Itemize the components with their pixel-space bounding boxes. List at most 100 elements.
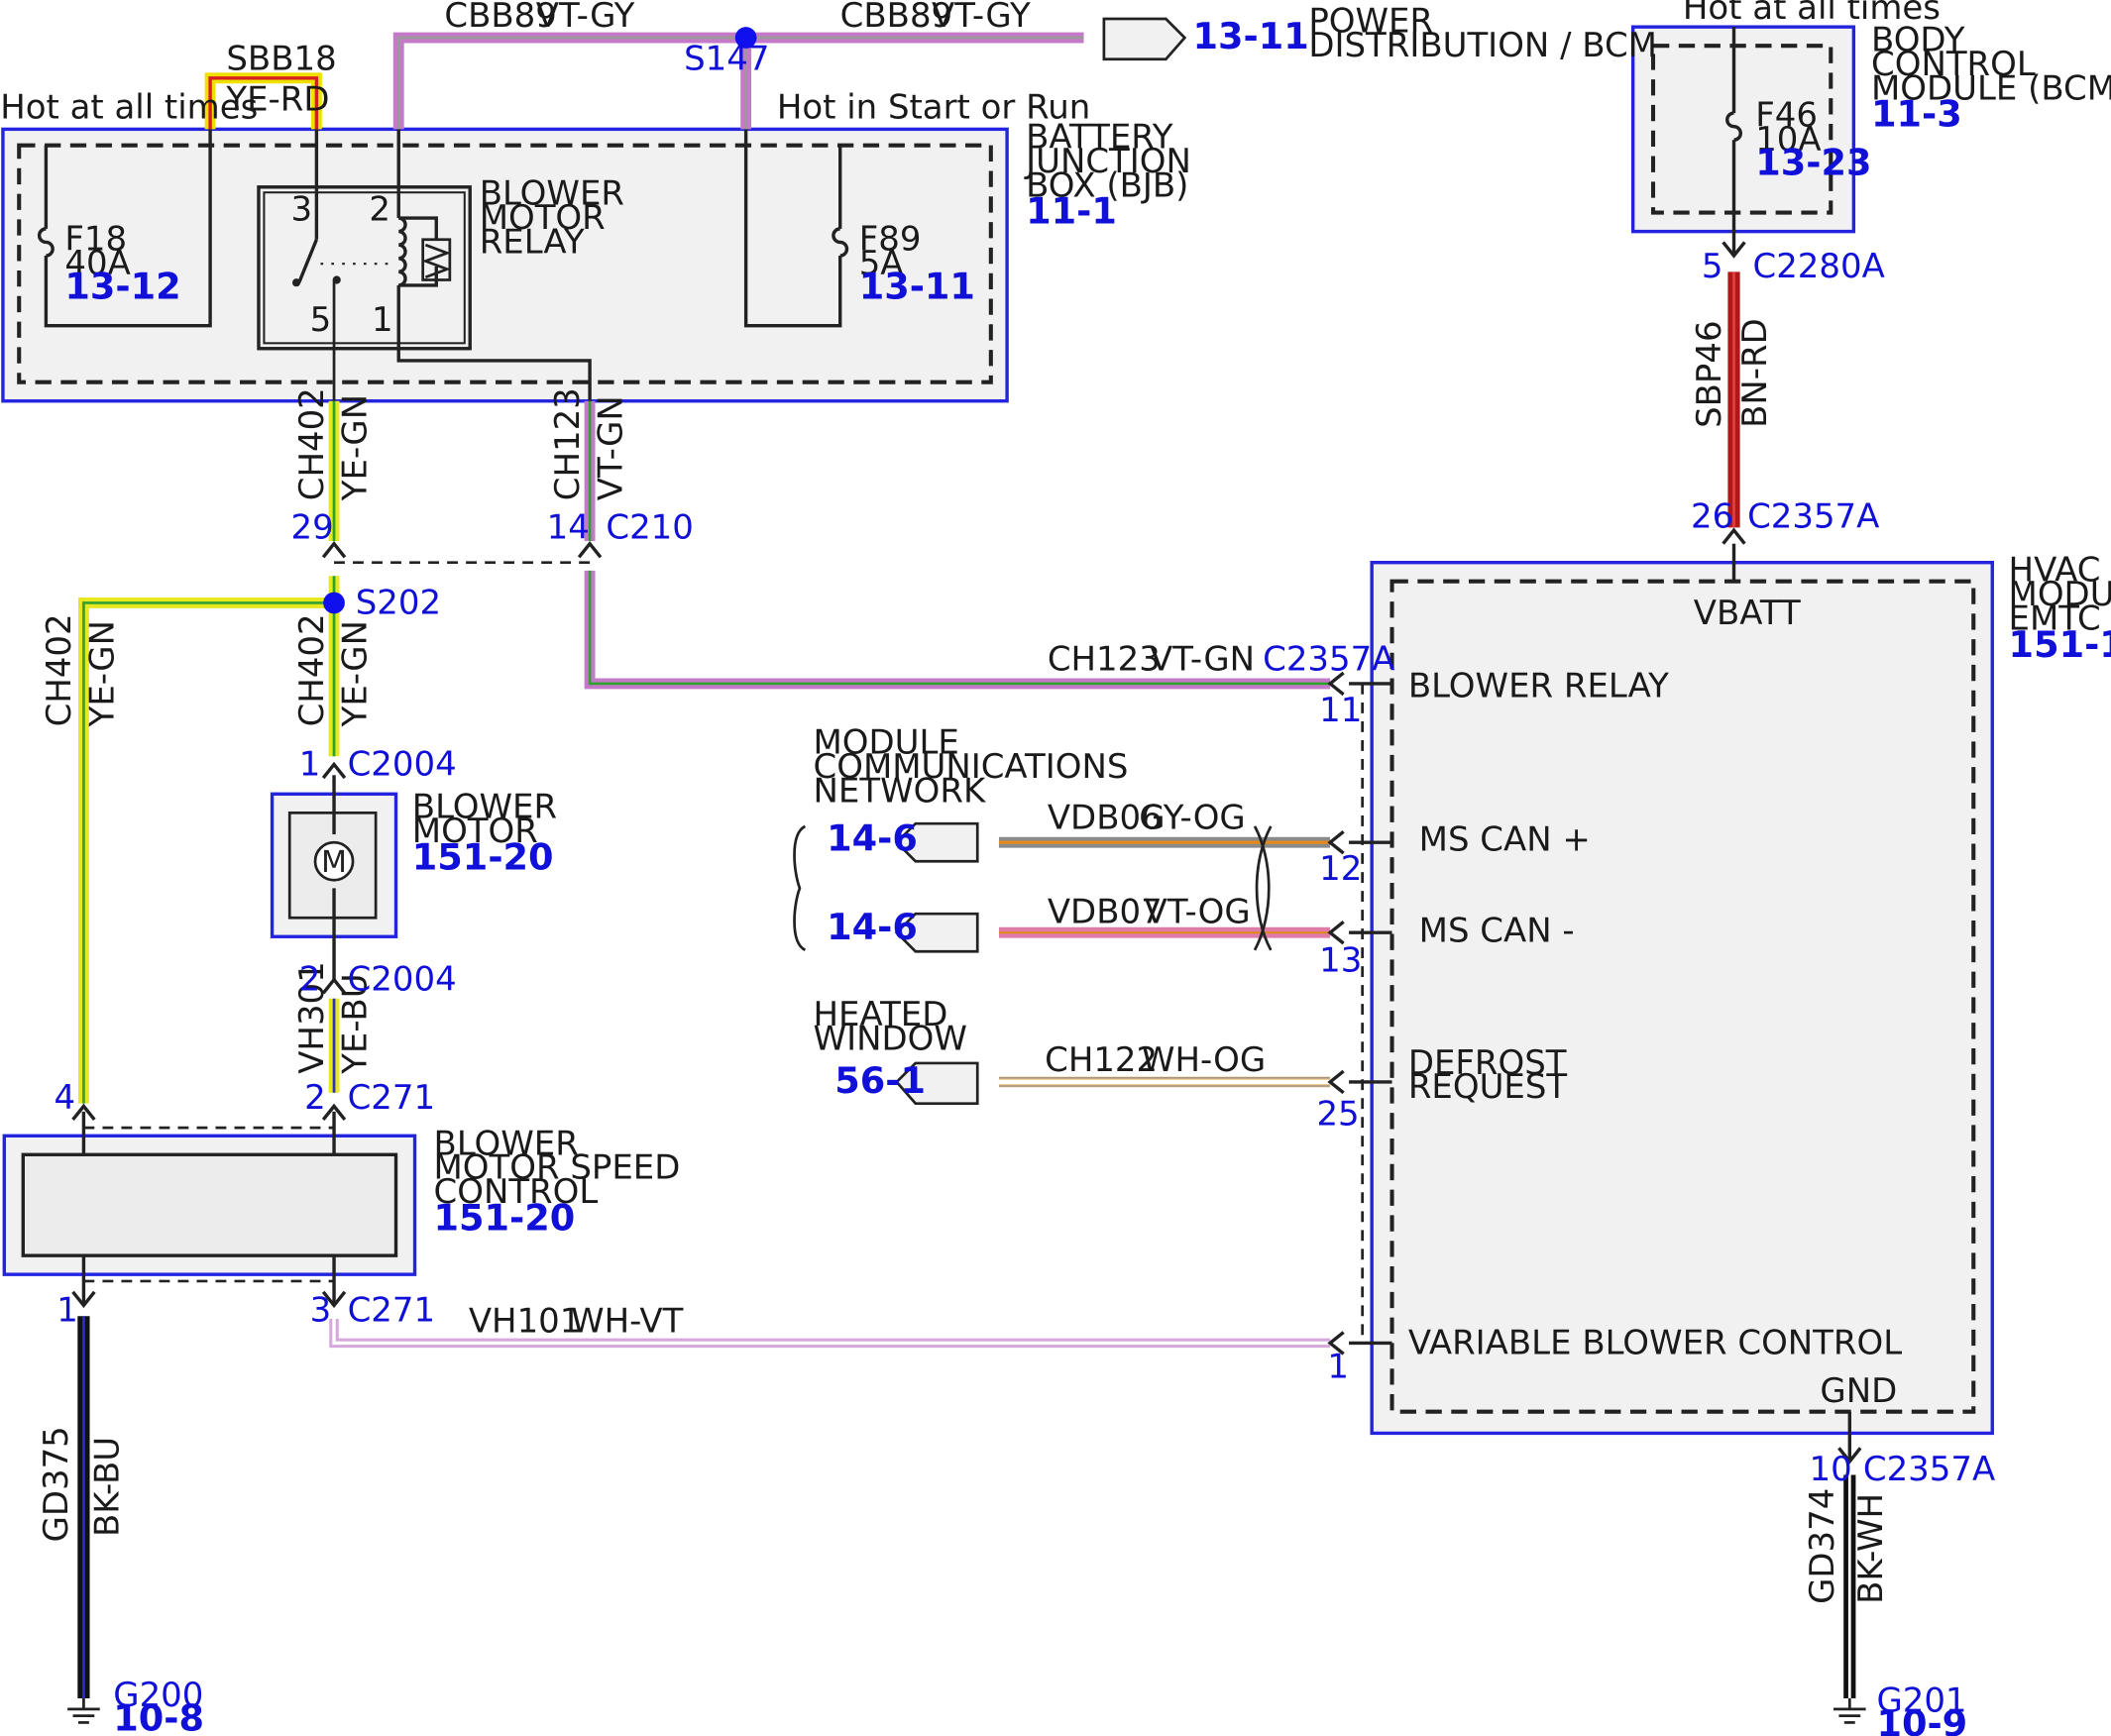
hvac-blower-relay: BLOWER RELAY [1408,667,1669,706]
sbp46-color: BN-RD [1735,318,1775,428]
vh101-color: WH-VT [571,1302,684,1342]
hot-all-times-left: Hot at all times [0,88,258,128]
blower-motor-title-1: BLOWER [412,788,557,827]
speed-control-title-3: CONTROL [434,1172,599,1212]
relay-pin-2: 2 [369,190,390,230]
pin-1: 1 [1327,1348,1349,1387]
relay-pin-3: 3 [291,190,313,230]
vdb06-color: GY-OG [1139,799,1246,838]
fuse-f18-ref: 13-12 [64,266,180,308]
hot-start-run: Hot in Start or Run [777,88,1090,128]
ch402-upper-color: YE-GN [336,394,376,501]
vdb07: VDB07 [1048,893,1163,932]
pd-bcm-line1: POWER [1308,2,1433,42]
c271-pin4: 4 [55,1078,76,1118]
gd374-color: BK-WH [1851,1493,1891,1604]
wire-cbb89 [392,32,1084,130]
c2004-pin2: 2 [299,960,321,1000]
heated-window-ref: 56-1 [834,1059,926,1102]
c271-top: C271 [348,1078,435,1118]
gd375: GD375 [37,1426,76,1542]
wire-ch122 [998,1076,1331,1088]
vh301-color: YE-BU [336,973,376,1074]
pin-13: 13 [1319,941,1362,981]
pin-12: 12 [1319,849,1362,889]
c2357a-gnd: C2357A [1863,1450,1995,1489]
hvac-gnd: GND [1820,1371,1897,1411]
heated-window-title-1: HEATED [814,995,948,1034]
ch123-horiz-color: VT-GN [1150,639,1255,679]
hvac-ref: 151-16 [2009,623,2111,666]
cbb89-right: CBB89 [840,0,952,36]
speed-control-box [2,1134,417,1276]
g201: G201 [1876,1682,1966,1721]
heated-window-title-2: WINDOW [814,1019,967,1058]
fuse-f89-ref: 13-11 [859,266,975,308]
ch402-mid-color: YE-GN [336,620,376,727]
blower-motor-title-2: MOTOR [412,812,538,851]
bjb-title-2: JUNCTION [1024,142,1191,181]
hvac-title-2: MODULE, [2009,575,2111,614]
g200-ref: 10-8 [113,1697,204,1736]
ch123-upper-color: VT-GN [592,395,631,500]
fuse-f46: F46 [1755,96,1818,136]
network-title-3: NETWORK [814,771,986,811]
c2357a-pin10: 10 [1810,1450,1852,1489]
vh101: VH101 [469,1302,582,1342]
hvac-title-3: EMTC [2009,599,2101,639]
ch402-mid: CH402 [292,613,332,726]
network-ref-plus: 14-6 [827,816,918,859]
sbb18-color: YE-RD [225,79,329,119]
c2004-top: C2004 [348,744,457,784]
c2004-bottom: C2004 [348,960,457,1000]
bcm-title-1: BODY [1871,21,1965,60]
c2280a: C2280A [1753,247,1885,286]
relay-title-2: MOTOR [480,198,606,238]
g200: G200 [113,1676,203,1715]
relay-pin-5: 5 [310,300,332,340]
fuse-f46-amp: 10A [1755,120,1821,160]
c2280a-pin: 5 [1702,247,1723,286]
network-title-1: MODULE [814,723,959,763]
connector-arrows [71,241,1862,1465]
hvac-title-1: HVAC [2009,551,2101,591]
network-title-2: COMMUNICATIONS [814,747,1129,787]
c210-pin29: 29 [291,507,334,547]
pd-bcm-line2: DISTRIBUTION / BCM [1308,26,1657,65]
ch123-upper: CH123 [548,387,588,500]
hot-all-times-right: Hot at all times [1683,0,1941,28]
c210-pin14: 14 [547,507,590,547]
ref-flags [894,17,1187,1106]
blower-motor-ref: 151-20 [412,835,554,878]
cbb89-right-color: VT-GY [932,0,1031,36]
bcm-ref: 11-3 [1871,93,1962,136]
splice-s202 [323,592,345,614]
speed-control-title-1: BLOWER [434,1124,579,1163]
relay-title-3: RELAY [480,222,585,262]
network-ref-minus: 14-6 [827,906,918,948]
hvac-module [1370,561,1994,1436]
c271-pin2: 2 [304,1078,326,1118]
c2004-pin1: 1 [299,744,321,784]
sbb18-label: SBB18 [226,40,336,79]
hvac-defrost-2: REQUEST [1408,1067,1568,1107]
speed-control-title-2: MOTOR SPEED [434,1148,681,1188]
splice-s147 [734,27,757,49]
wire-vh101 [329,1318,1331,1349]
pin-25: 25 [1316,1094,1359,1134]
cbb89-left: CBB89 [444,0,556,36]
vdb06: VDB06 [1048,799,1163,838]
s202-label: S202 [356,583,441,622]
ch122-color: WH-OG [1142,1040,1266,1080]
ch402-left-color: YE-GN [82,620,122,727]
bjb-title-1: BATTERY [1026,117,1173,157]
hvac-vbatt: VBATT [1694,594,1801,633]
bjb-ref: 11-1 [1026,189,1117,232]
hvac-ms-can-minus: MS CAN - [1419,912,1575,951]
hvac-variable-blower: VARIABLE BLOWER CONTROL [1408,1323,1902,1362]
bjb-title-3: BOX (BJB) [1026,165,1188,205]
ch122: CH122 [1045,1040,1158,1080]
body-control-module [1630,25,1856,234]
c210: C210 [606,507,693,547]
